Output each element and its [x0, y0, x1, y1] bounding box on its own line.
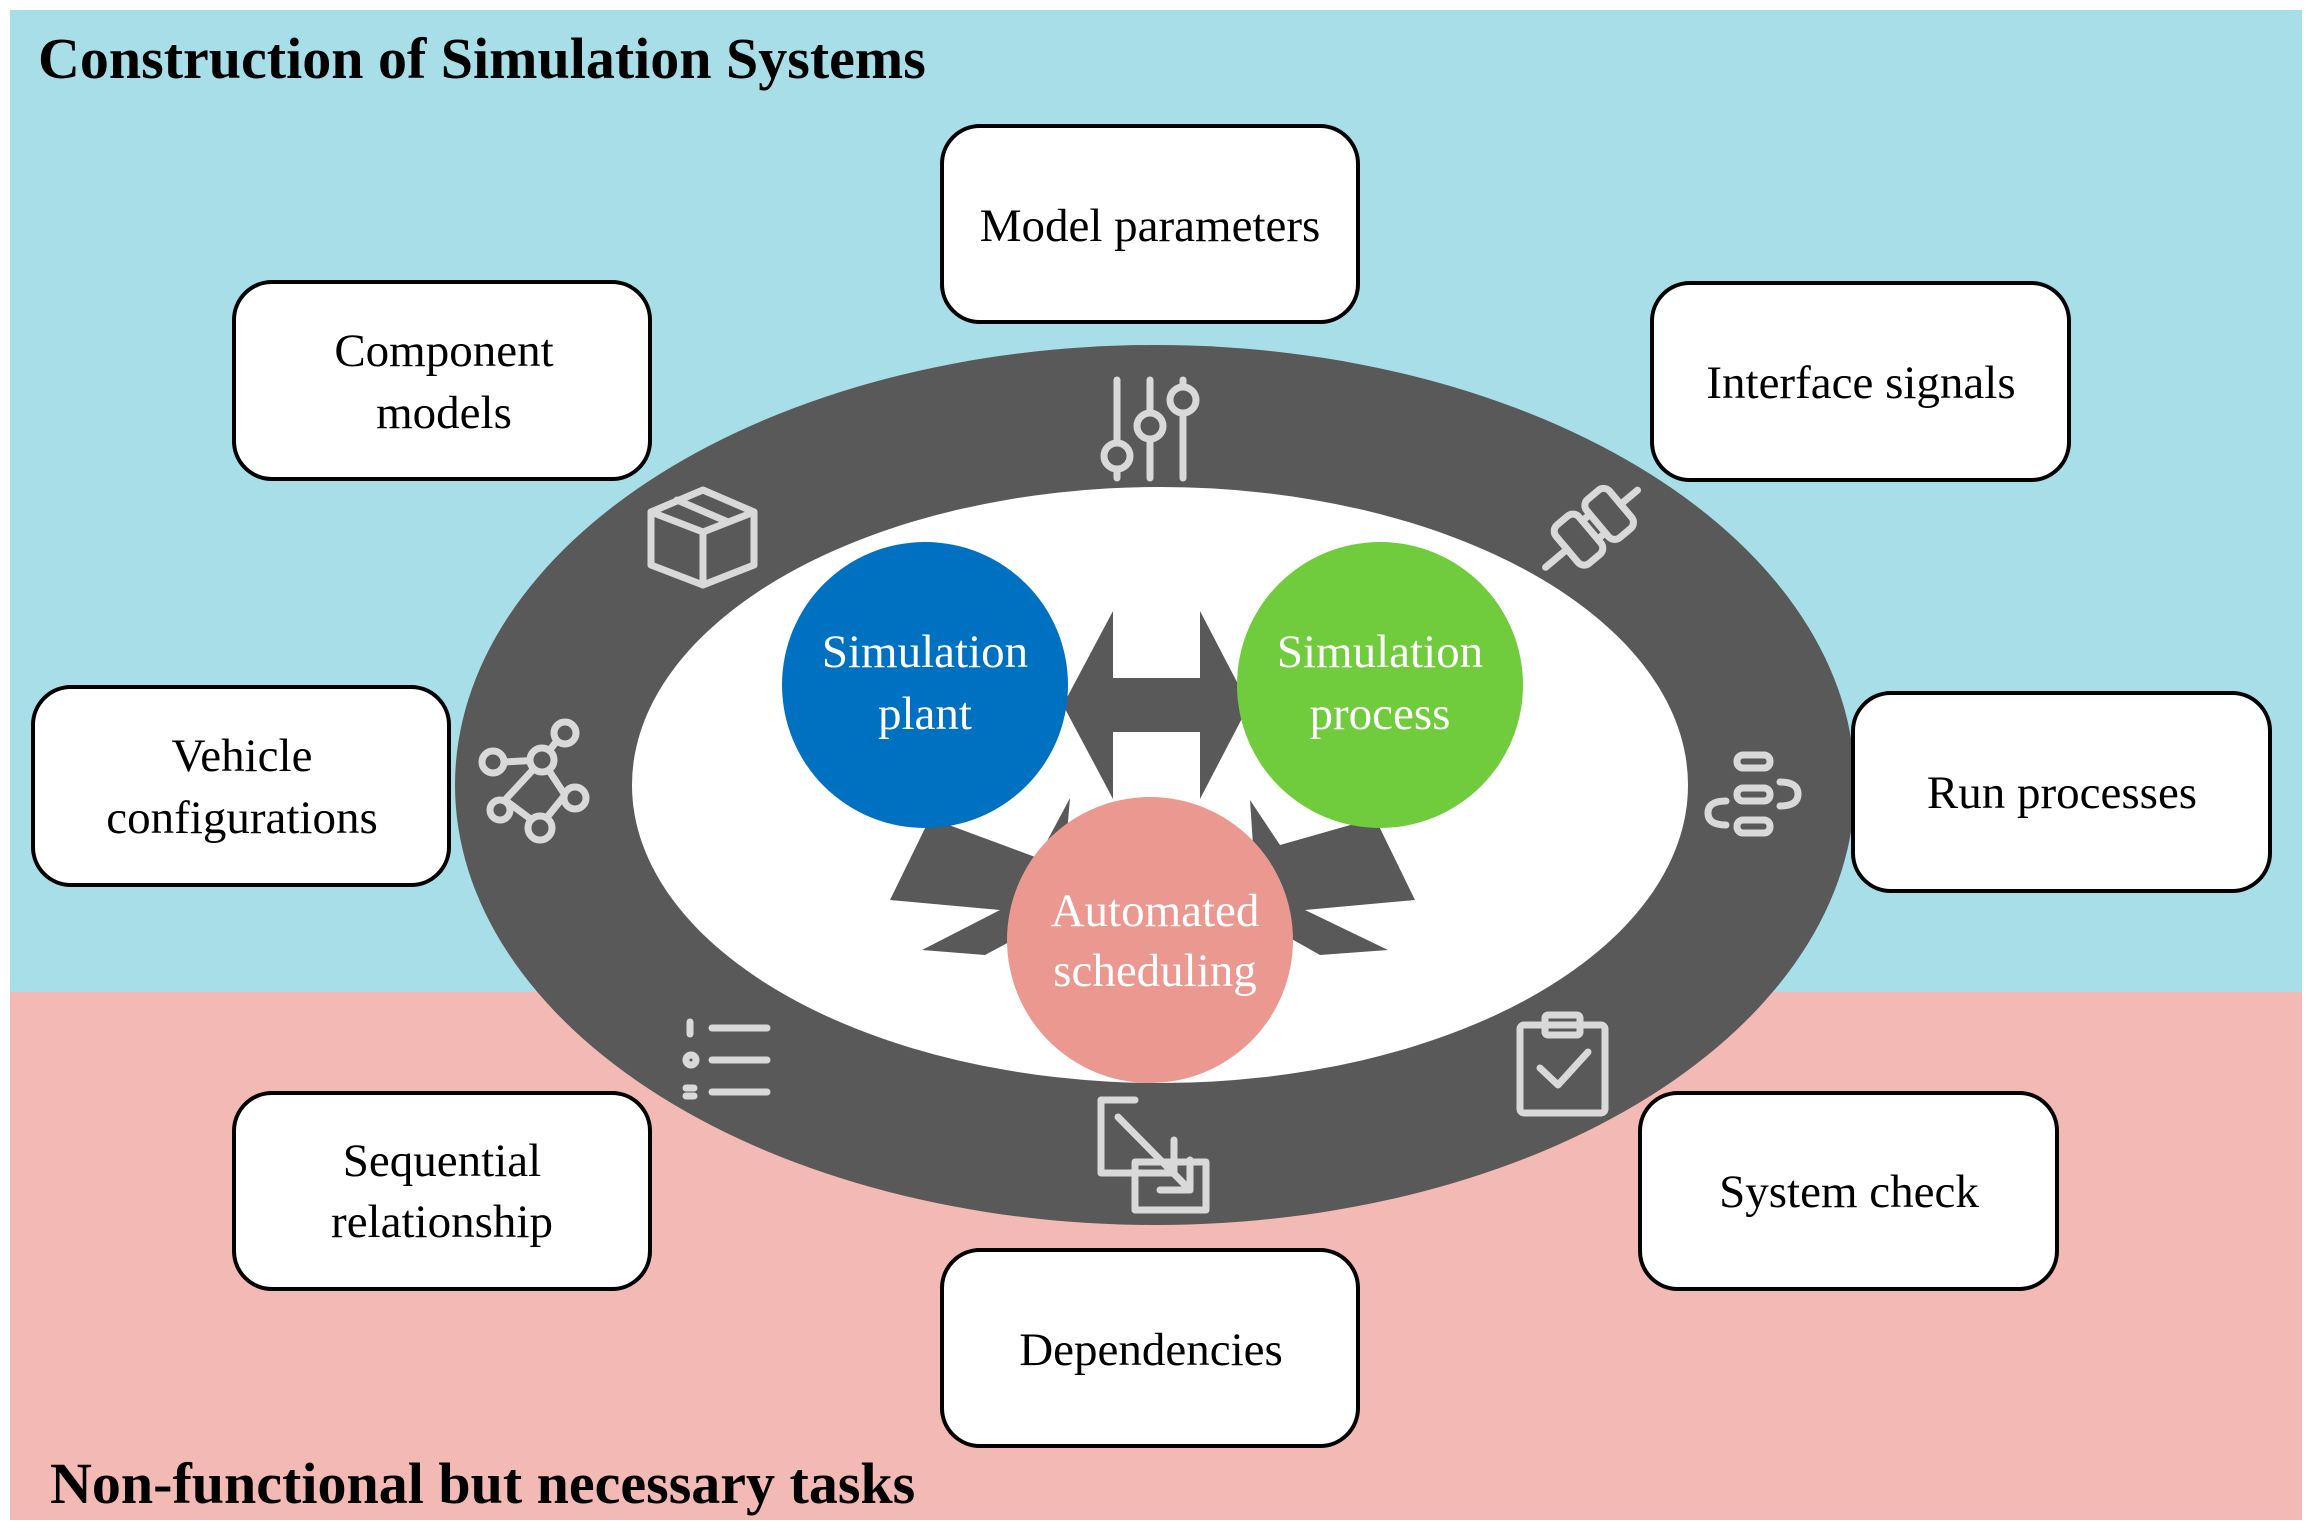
sequential-relationship-label-line2: relationship: [331, 1196, 553, 1248]
plug-icon: [1542, 484, 1641, 571]
box-component-models: Component models: [232, 280, 652, 481]
network-graph-icon: [478, 718, 590, 844]
vehicle-configurations-label-line2: configurations: [106, 792, 378, 844]
component-models-label-line2: models: [376, 387, 512, 439]
run-processes-label: Run processes: [1927, 767, 2197, 819]
scheduling-label-line2: scheduling: [1053, 945, 1257, 997]
vehicle-configurations-label-line1: Vehicle: [172, 730, 313, 782]
process-label-line2: process: [1310, 688, 1451, 740]
automated-scheduling-node: [1007, 797, 1293, 1083]
arrow-to-process: [1250, 800, 1415, 955]
box-run-processes: Run processes: [1851, 691, 2272, 893]
box-sequential-relationship: Sequential relationship: [232, 1091, 652, 1291]
system-check-label: System check: [1719, 1166, 1979, 1218]
box-dependencies: Dependencies: [940, 1248, 1360, 1448]
simulation-plant-node: [782, 542, 1068, 828]
clipboard-check-icon: [1516, 1011, 1609, 1117]
link-arrow-icon: [1097, 1096, 1210, 1214]
bottom-title: Non-functional but necessary tasks: [50, 1451, 915, 1516]
box-system-check: System check: [1638, 1091, 2059, 1291]
box-vehicle-configurations: Vehicle configurations: [31, 685, 451, 887]
sliders-icon: [1100, 376, 1200, 482]
process-flow-icon: [1704, 751, 1802, 837]
component-models-label-line1: Component: [334, 325, 553, 377]
top-title: Construction of Simulation Systems: [38, 26, 926, 91]
process-label-line1: Simulation: [1277, 626, 1483, 678]
box-model-parameters: Model parameters: [940, 124, 1360, 324]
double-arrow: [1063, 611, 1249, 799]
model-parameters-label: Model parameters: [980, 200, 1321, 252]
simulation-process-node: [1237, 542, 1523, 828]
cube-icon: [647, 486, 758, 589]
plant-label-line2: plant: [878, 688, 972, 740]
scheduling-label-line1: Automated: [1051, 885, 1260, 937]
plant-label-line1: Simulation: [822, 626, 1028, 678]
dependencies-label: Dependencies: [1019, 1324, 1283, 1376]
numbered-list-icon: [682, 1018, 771, 1100]
interface-signals-label: Interface signals: [1706, 357, 2015, 409]
sequential-relationship-label-line1: Sequential: [343, 1135, 541, 1187]
box-interface-signals: Interface signals: [1650, 281, 2071, 482]
